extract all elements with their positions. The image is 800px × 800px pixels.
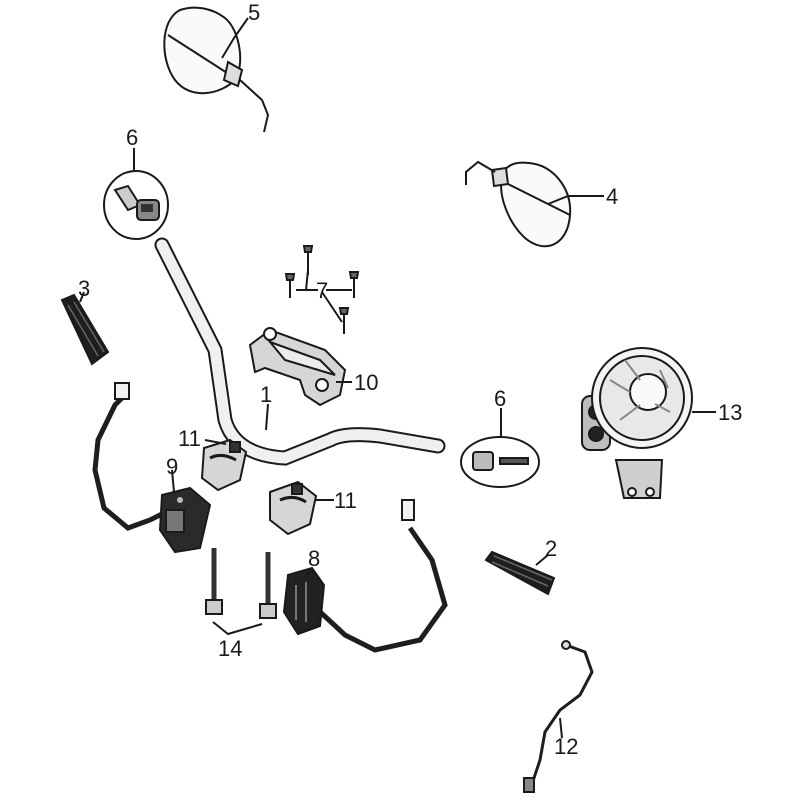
callout-5: 5 [248,0,260,25]
part-13-headlight [581,347,693,499]
part-6-bar-end-right [460,436,540,488]
callout-2: 2 [545,536,557,561]
part-1-handlebar [154,237,446,466]
callout-10: 10 [354,370,378,395]
part-14-long-bolts [205,548,277,619]
callout-7: 7 [316,278,328,303]
callout-12: 12 [554,734,578,759]
part-12-brake-line [523,640,594,793]
callout-6-right: 6 [494,386,506,411]
callout-6-top: 6 [126,125,138,150]
part-4-right-mirror [465,160,572,248]
callout-3: 3 [78,276,90,301]
part-2-right-grip [484,550,556,596]
part-9-left-switch [92,382,212,554]
callout-11-left: 11 [178,426,201,451]
part-5-left-mirror [163,6,270,133]
leader-lines [79,17,716,739]
callout-1: 1 [260,382,272,407]
callout-14: 14 [218,636,242,661]
callout-labels: 5 4 6 6 3 2 1 10 7 11 11 9 8 14 13 12 [78,0,742,759]
callout-9: 9 [166,454,178,479]
callout-13: 13 [718,400,742,425]
callout-8: 8 [308,546,320,571]
part-11-lower-clamp-b [269,480,318,536]
part-11-lower-clamp-a [200,438,248,492]
part-3-left-grip [60,293,110,366]
part-10-upper-clamp [248,327,347,407]
part-6-bar-end-left [103,170,169,240]
callout-4: 4 [606,184,618,209]
callout-11-right: 11 [334,488,357,513]
